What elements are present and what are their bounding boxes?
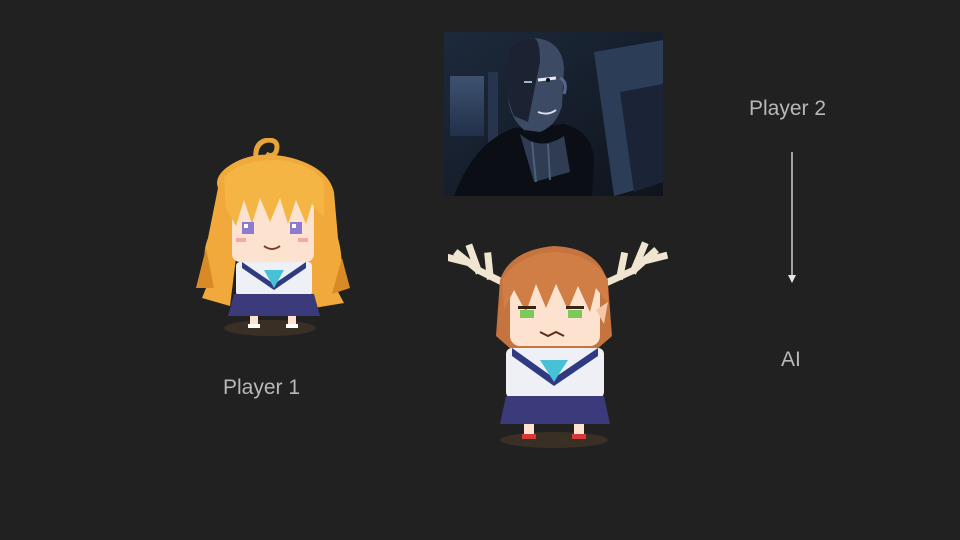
ai-label: AI: [781, 348, 801, 371]
player2-picture: [444, 32, 663, 196]
player2-label: Player 2: [749, 97, 827, 120]
player1-label: Player 1: [223, 376, 301, 399]
player1-sprite: [196, 138, 350, 336]
ai-sprite: [448, 241, 668, 448]
down-arrow-icon: [788, 152, 796, 283]
